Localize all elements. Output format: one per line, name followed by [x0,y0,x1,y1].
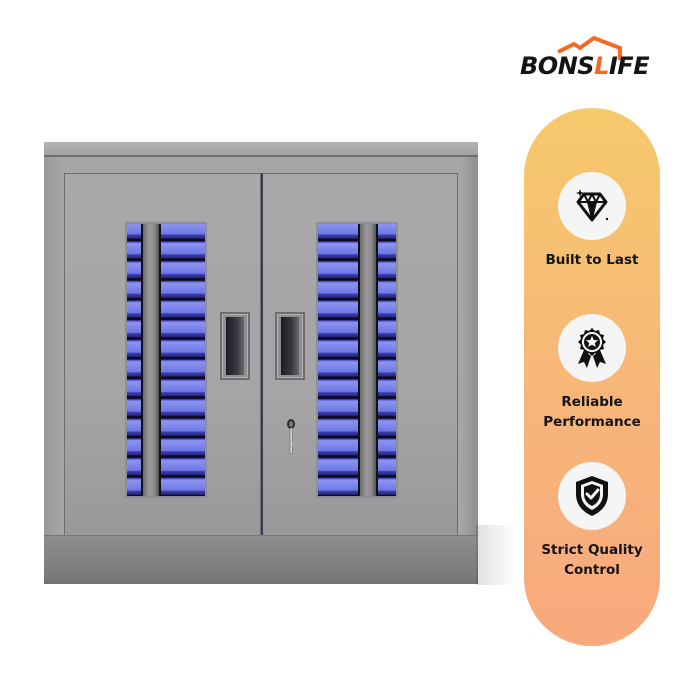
brand-name: BONSLIFE [520,52,650,80]
product-image-cabinet [44,142,478,584]
right-door [261,173,458,545]
cabinet-shadow [476,525,516,585]
shield-check-icon [576,476,608,516]
features-panel: Built to Last Reliable Performance Stric… [524,108,660,646]
shelf-bins [318,224,396,496]
key-lock-icon [287,419,295,455]
cabinet-top [44,142,478,157]
cabinet-body [44,157,478,545]
feature-label: Reliable Performance [543,394,641,430]
left-door-window [125,222,207,498]
right-door-window [316,222,398,498]
cabinet-base [44,535,478,584]
window-divider [141,224,161,496]
diamond-icon [576,189,609,222]
right-door-handle [275,312,305,380]
house-roof-icon [557,36,622,60]
left-door [64,173,261,545]
feature-label: Built to Last [545,252,639,268]
feature-reliable-performance: Reliable Performance [524,314,660,432]
award-ribbon-icon [578,328,606,368]
left-door-handle [220,312,250,380]
feature-label: Strict Quality Control [541,542,643,578]
shelf-bins [127,224,205,496]
feature-built-to-last: Built to Last [524,172,660,270]
brand-logo: BONSLIFE [520,36,670,82]
window-divider [358,224,378,496]
feature-strict-quality-control: Strict Quality Control [524,462,660,580]
